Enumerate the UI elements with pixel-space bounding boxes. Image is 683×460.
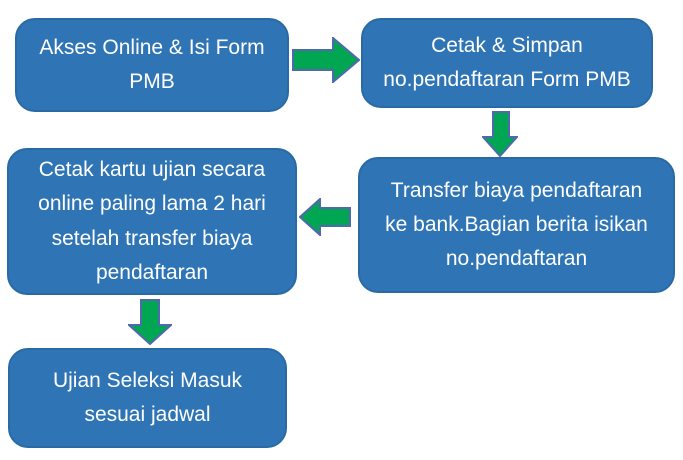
arrow-right-icon <box>292 37 360 83</box>
flow-step-transfer-biaya-pendaftaran: Transfer biaya pendaftaran ke bank.Bagia… <box>358 157 675 293</box>
arrow-down-icon <box>128 299 172 345</box>
flow-step-cetak-simpan-no-pendaftaran: Cetak & Simpan no.pendaftaran Form PMB <box>361 18 653 108</box>
flow-step-label: Transfer biaya pendaftaran ke bank.Bagia… <box>385 178 648 270</box>
flow-step-cetak-kartu-ujian: Cetak kartu ujian secara online paling l… <box>7 148 297 295</box>
flow-step-label: Cetak & Simpan no.pendaftaran Form PMB <box>383 33 631 91</box>
arrow-left-icon <box>299 198 351 236</box>
flow-step-label: Ujian Seleksi Masuk sesuai jadwal <box>52 368 243 426</box>
flow-step-label: Cetak kartu ujian secara online paling l… <box>38 158 266 284</box>
flow-step-ujian-seleksi-masuk: Ujian Seleksi Masuk sesuai jadwal <box>8 348 287 448</box>
flow-step-label: Akses Online & Isi Form PMB <box>39 35 265 93</box>
arrow-down-icon <box>482 111 518 157</box>
flow-step-akses-online-isi-form: Akses Online & Isi Form PMB <box>15 18 289 112</box>
